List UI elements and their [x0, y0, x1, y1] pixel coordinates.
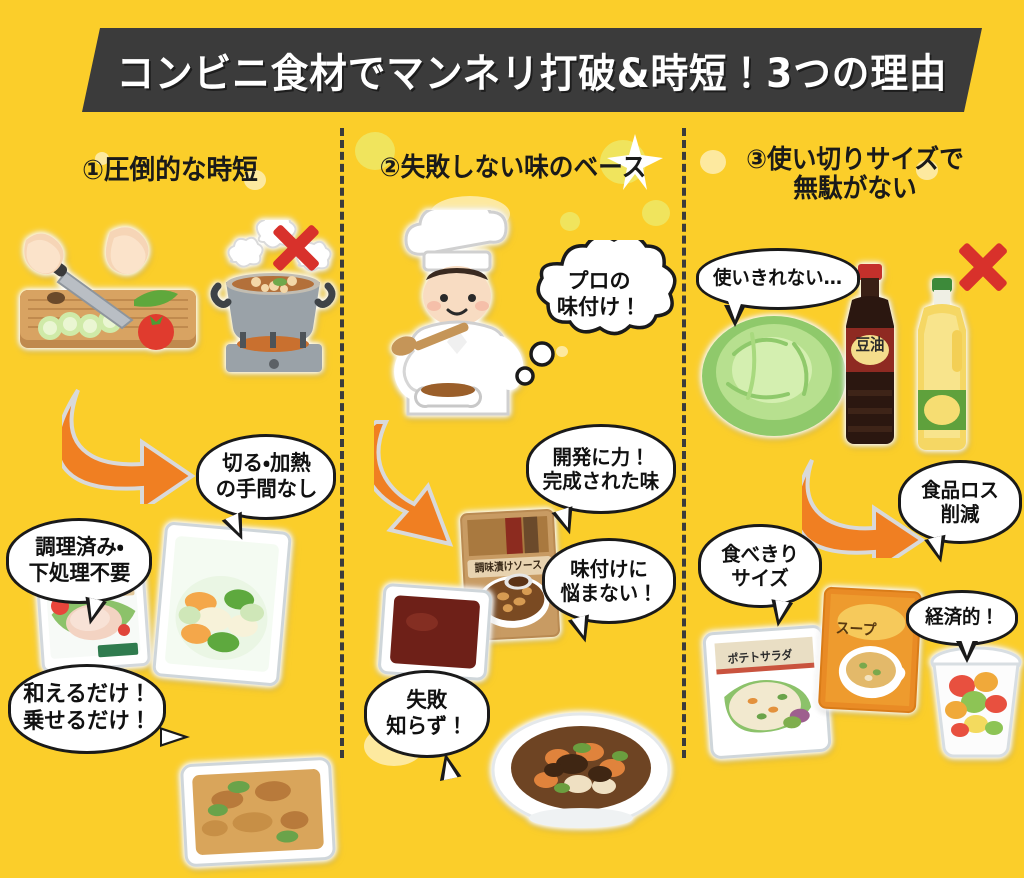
cup-fruit-jelly	[930, 646, 1022, 758]
cabbage-illustration	[702, 316, 846, 436]
package-soup-label: スープ	[835, 618, 877, 640]
thought-dots-icon	[515, 341, 555, 386]
column-1-heading: ①圧倒的な時短	[82, 155, 258, 186]
background-blob	[700, 150, 726, 174]
package-potato-salad	[702, 625, 832, 759]
sparkle-star-icon	[607, 134, 663, 190]
column-1: ①圧倒的な時短	[0, 128, 340, 867]
bubble-keizaiteki: 経済的！	[906, 590, 1018, 663]
column-2: ②失敗しない味のベース	[344, 128, 682, 828]
bubble-kaihatsu: 開発に力！ 完成された味	[526, 424, 676, 538]
background-blob	[244, 170, 266, 190]
bubble-chouri-zumi: 調理済み・ 下処理不要	[6, 518, 152, 628]
package-bento-bowl	[180, 757, 336, 867]
bubble-shokuhin-loss: 食品ロス 削減	[898, 460, 1022, 566]
orange-arrow-icon	[62, 388, 196, 504]
background-blob	[642, 200, 670, 226]
package-sauce-tray	[378, 583, 492, 681]
column-2-heading: ②失敗しない味のベース	[379, 153, 647, 183]
bubble-ajitsuke-nayamanai: 味付けに 悩まない！	[542, 538, 676, 646]
bottle-soy-sauce	[846, 264, 894, 444]
package-cut-vegetables	[152, 522, 292, 686]
column-divider-1	[340, 128, 344, 758]
x-mark-icon	[268, 220, 324, 276]
chef-illustration	[391, 210, 524, 416]
orange-arrow-icon	[802, 459, 926, 558]
background-blob	[95, 152, 109, 165]
bubble-shippai-shirazu: 失敗 知らず！	[364, 670, 490, 782]
cutting-board-illustration	[20, 227, 196, 350]
background-blob	[556, 346, 568, 357]
stew-bowl-illustration	[491, 712, 671, 828]
orange-arrow-icon	[374, 420, 454, 547]
bubble-kiru-kanetsu: 切る・加熱 の手間なし	[196, 434, 336, 545]
column-3-heading: ③使い切りサイズで 無駄がない	[746, 145, 964, 205]
column-divider-2	[682, 128, 686, 758]
infographic-canvas: コンビニ食材でマンネリ打破&時短！3つの理由 ①圧倒的な時短	[0, 0, 1024, 765]
x-mark-icon	[954, 238, 1012, 296]
bubble-pro-ajitsuke: プロの 味付け！	[518, 233, 680, 348]
background-blob	[560, 212, 580, 231]
background-blob	[916, 160, 938, 180]
background-blob	[355, 132, 395, 170]
header-banner: コンビニ食材でマンネリ打破&時短！3つの理由	[82, 28, 982, 112]
bottle-cooking-oil	[918, 278, 966, 450]
page-title: コンビニ食材でマンネリ打破&時短！3つの理由	[116, 51, 948, 97]
package-soup	[818, 586, 922, 714]
bubble-aeru-noseru: 和えるだけ！ 乗せるだけ！	[8, 664, 190, 754]
bottle-soy-sauce-label: 豆油	[855, 335, 885, 354]
bubble-tsukaikirenai: 使いきれない…	[696, 248, 860, 327]
column-3: ③使い切りサイズで 無駄がない 豆油	[686, 128, 1024, 765]
bubble-tabekiri-size: 食べきり サイズ	[698, 524, 822, 629]
